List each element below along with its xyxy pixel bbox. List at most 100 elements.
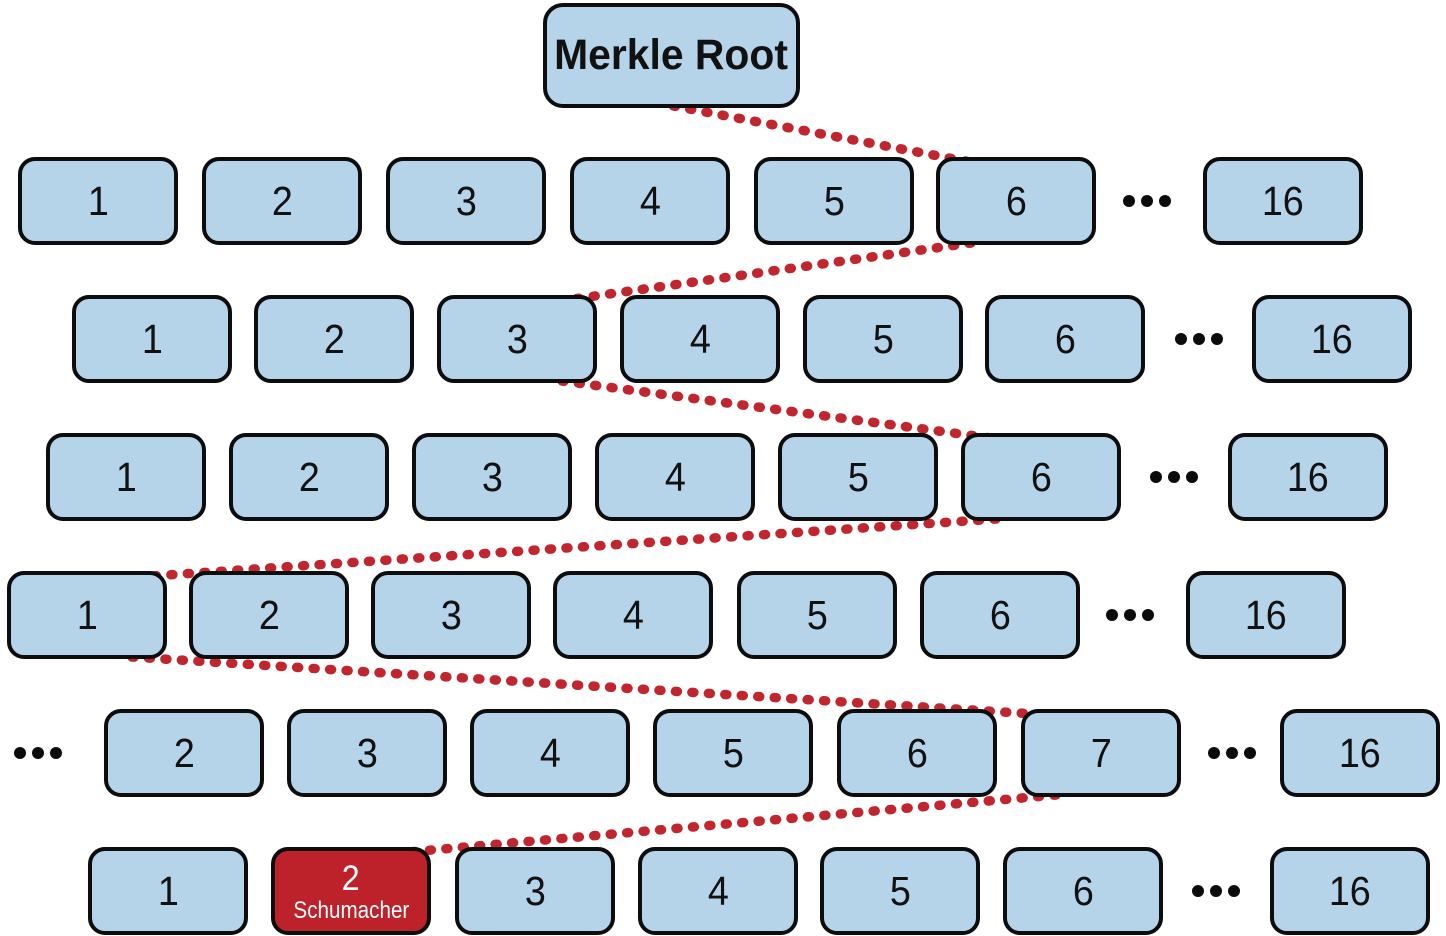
hash-box: 1	[72, 295, 232, 383]
hash-box: 2	[202, 157, 362, 245]
ellipsis-dot	[1211, 333, 1223, 345]
hash-box: 16	[1203, 157, 1363, 245]
hash-box-number: 3	[481, 453, 503, 500]
hash-box-number: 6	[1005, 177, 1027, 224]
proof-path-dotted-line	[547, 238, 976, 307]
hash-box: 6	[985, 295, 1145, 383]
hash-box: 5	[778, 433, 938, 521]
ellipsis-dot	[14, 747, 26, 759]
hash-box-number: 4	[707, 867, 729, 914]
ellipsis-dot	[1150, 471, 1162, 483]
proof-path-dotted-line	[117, 514, 1001, 583]
hash-box-number: 4	[539, 729, 561, 776]
hash-box-number: 2	[271, 177, 293, 224]
hash-box: 4	[553, 571, 713, 659]
hash-box: 5	[820, 847, 980, 935]
ellipsis-dot	[1226, 747, 1238, 759]
ellipsis-dot	[1106, 609, 1118, 621]
ellipsis-dots	[1106, 609, 1154, 621]
ellipsis-dot	[1186, 471, 1198, 483]
hash-box: 4	[620, 295, 780, 383]
hash-box-number: 1	[141, 315, 163, 362]
hash-box: 3	[412, 433, 572, 521]
ellipsis-dots	[1192, 885, 1240, 897]
hash-box: 5	[803, 295, 963, 383]
hash-box-number: 3	[524, 867, 546, 914]
hash-box: 4	[638, 847, 798, 935]
ellipsis-dot	[1124, 609, 1136, 621]
merkle-root-box: Merkle Root	[543, 3, 800, 108]
hash-box-number: 7	[1090, 729, 1112, 776]
hash-box: 16	[1186, 571, 1346, 659]
hash-box: 5	[754, 157, 914, 245]
proof-path-dotted-line	[557, 376, 1011, 445]
hash-box: 4	[470, 709, 630, 797]
hash-box: 6	[936, 157, 1096, 245]
hash-box-number: 16	[1329, 867, 1371, 914]
hash-box-number: 2	[298, 453, 320, 500]
hash-box-number: 6	[1054, 315, 1076, 362]
hash-box: 3	[437, 295, 597, 383]
hash-box: 3	[386, 157, 546, 245]
hash-box-number: 1	[157, 867, 179, 914]
ellipsis-dots	[1150, 471, 1198, 483]
hash-box-number: 16	[1287, 453, 1329, 500]
ellipsis-dot	[1192, 885, 1204, 897]
hash-box: 6	[920, 571, 1080, 659]
ellipsis-dot	[1141, 195, 1153, 207]
hash-box: 1	[7, 571, 167, 659]
hash-box: 3	[455, 847, 615, 935]
hash-box-number: 6	[989, 591, 1011, 638]
hash-box-number: 5	[722, 729, 744, 776]
merkle-root-label: Merkle Root	[554, 31, 789, 79]
hash-box: 4	[595, 433, 755, 521]
hash-box: 2	[254, 295, 414, 383]
hash-box-number: 3	[356, 729, 378, 776]
ellipsis-dot	[1244, 747, 1256, 759]
hash-box-number: 1	[115, 453, 137, 500]
hash-box-number: 6	[1072, 867, 1094, 914]
ellipsis-dot	[1159, 195, 1171, 207]
hash-box: 3	[287, 709, 447, 797]
ellipsis-dots	[14, 747, 62, 759]
ellipsis-dot	[1208, 747, 1220, 759]
hash-box: 5	[653, 709, 813, 797]
ellipsis-dot	[50, 747, 62, 759]
hash-box-number: 4	[664, 453, 686, 500]
hash-box-number: 5	[872, 315, 894, 362]
ellipsis-dot	[1210, 885, 1222, 897]
ellipsis-dot	[1123, 195, 1135, 207]
hash-box: 3	[371, 571, 531, 659]
proof-path-dotted-line	[127, 652, 1071, 721]
proof-path-dotted-line	[381, 790, 1061, 859]
hash-box-number: 3	[440, 591, 462, 638]
hash-box: 16	[1228, 433, 1388, 521]
hash-box: 2	[189, 571, 349, 659]
hash-box: 16	[1252, 295, 1412, 383]
hash-box-number: 4	[639, 177, 661, 224]
hash-box-number: 5	[889, 867, 911, 914]
ellipsis-dot	[1142, 609, 1154, 621]
hash-box-number: 2	[342, 859, 360, 898]
hash-box: 4	[570, 157, 730, 245]
ellipsis-dot	[1168, 471, 1180, 483]
hash-box-sublabel: Schumacher	[293, 897, 409, 924]
hash-box: 1	[88, 847, 248, 935]
hash-box: 16	[1270, 847, 1430, 935]
hash-box: 6	[1003, 847, 1163, 935]
hash-box-number: 1	[87, 177, 109, 224]
ellipsis-dot	[1175, 333, 1187, 345]
hash-box-number: 4	[622, 591, 644, 638]
hash-box-number: 2	[258, 591, 280, 638]
hash-box: 2	[104, 709, 264, 797]
hash-box: 1	[46, 433, 206, 521]
hash-box-number: 6	[906, 729, 928, 776]
hash-box-number: 16	[1245, 591, 1287, 638]
hash-box-number: 16	[1339, 729, 1381, 776]
hash-box: 7	[1021, 709, 1181, 797]
hash-box-number: 3	[455, 177, 477, 224]
proof-path-dotted-line	[668, 101, 986, 169]
hash-box-number: 4	[689, 315, 711, 362]
